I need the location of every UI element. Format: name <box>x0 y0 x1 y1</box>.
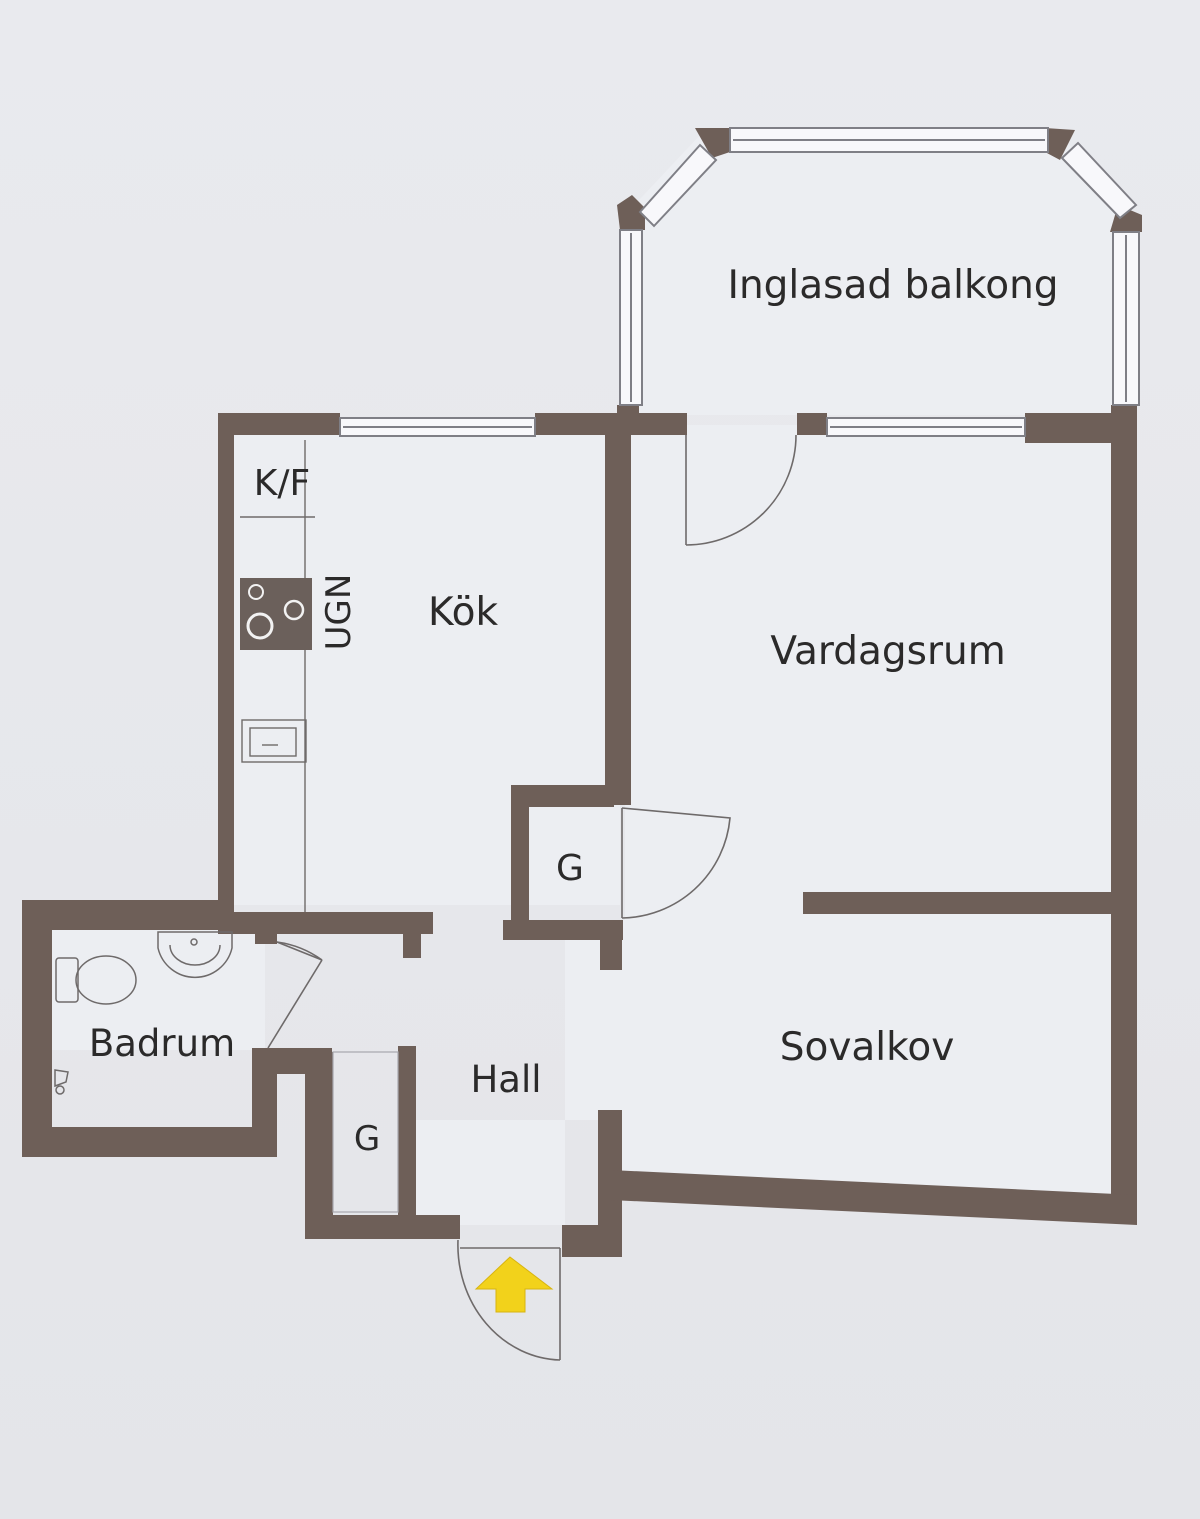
label-hall: Hall <box>470 1058 541 1101</box>
wall-closet-stub <box>600 920 622 970</box>
wall-kitchen-bottom <box>218 912 433 934</box>
floor-areas <box>40 135 1130 1225</box>
sink-icon <box>241 719 307 763</box>
wall-top-right-a <box>797 413 827 435</box>
label-kitchen: Kök <box>428 590 498 635</box>
label-balcony: Inglasad balkong <box>727 263 1058 308</box>
label-bathroom: Badrum <box>89 1022 235 1065</box>
balcony-window-top-left <box>638 143 718 228</box>
wall-bath-left <box>22 900 52 1155</box>
wall-hall-closet-left <box>305 1052 333 1238</box>
labels: Inglasad balkong K/F Kök UGN Vardagsrum … <box>89 263 1059 1159</box>
wall-bath-door-stub <box>255 930 277 944</box>
wall-hall-closet-right <box>398 1046 416 1232</box>
kitchen-counter <box>240 440 315 912</box>
wall-right-outer <box>1111 413 1137 1223</box>
balcony-post-left-bottom <box>617 405 639 417</box>
balcony-post-left-top <box>617 195 645 230</box>
bathroom-floor <box>40 915 265 1050</box>
wall-closet-top <box>514 785 614 807</box>
wall-closet-left <box>511 785 529 925</box>
wall-hall-bottom-left <box>305 1215 460 1239</box>
bathroom-door <box>267 941 323 1049</box>
balcony-post-right-bottom <box>1111 405 1137 417</box>
wall-top-middle <box>535 413 687 435</box>
wall-bedroom-bottom <box>610 1170 1137 1225</box>
label-living-room: Vardagsrum <box>770 629 1005 674</box>
balcony-door <box>685 434 797 546</box>
wall-bath-bottom <box>22 1127 277 1157</box>
toilet-icon <box>55 955 137 1005</box>
label-fridge-freezer: K/F <box>254 463 310 504</box>
doors <box>267 434 797 1361</box>
hall-closet <box>332 1051 399 1213</box>
wall-living-bedroom <box>803 892 1125 914</box>
balcony-post-top-left <box>695 128 730 158</box>
stove-icon <box>240 578 312 650</box>
balcony-window-top-right <box>1060 141 1138 220</box>
washbasin-icon <box>157 931 233 979</box>
balcony-floor <box>625 135 1130 415</box>
shower-icon <box>54 1069 69 1095</box>
living-floor <box>415 425 1120 1225</box>
label-bedroom: Sovalkov <box>780 1025 955 1070</box>
closet-door-kitchen <box>621 807 731 919</box>
label-oven: UGN <box>319 574 359 651</box>
label-closet-kitchen: G <box>556 848 584 889</box>
balcony-post-top-right <box>1045 128 1075 160</box>
wall-bath-top <box>30 900 230 930</box>
wall-kitchen-right <box>605 435 631 805</box>
entrance-arrow-icon <box>474 1256 554 1313</box>
wall-kitchen-stub <box>403 920 421 958</box>
windows <box>339 127 1140 437</box>
wall-kitchen-left <box>218 413 234 913</box>
walls <box>22 128 1142 1257</box>
wall-top-left <box>218 413 340 435</box>
bathroom-fixtures <box>54 931 233 1095</box>
wall-closet-bottom <box>503 920 623 940</box>
entrance-door <box>457 1239 561 1361</box>
label-closet-hall: G <box>354 1119 380 1159</box>
